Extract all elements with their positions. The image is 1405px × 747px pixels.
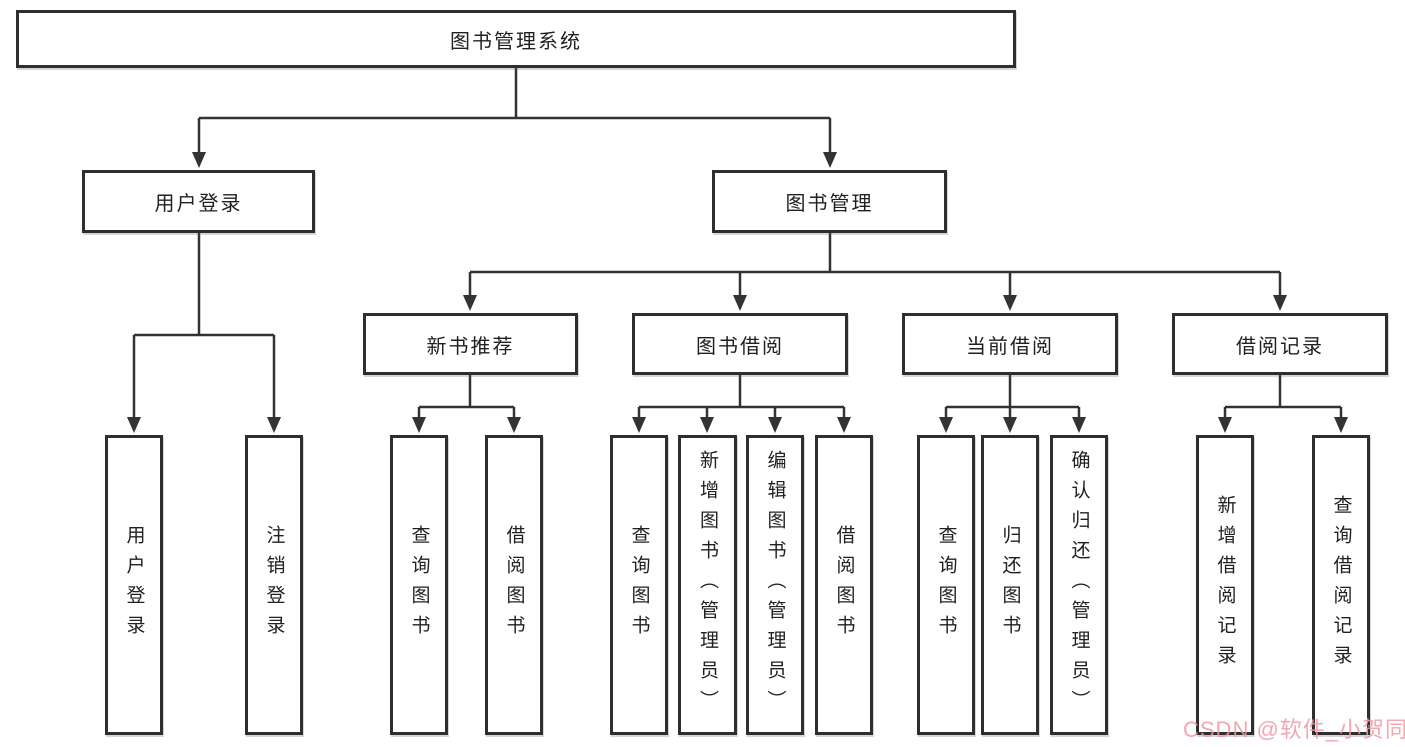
- node-root: 图书管理系统: [16, 10, 1016, 68]
- node-current-borrow: 当前借阅: [902, 313, 1118, 375]
- node-leaf-cb-return-book: 归还图书: [981, 435, 1039, 735]
- node-leaf-bb-borrow-book: 借阅图书: [815, 435, 873, 735]
- node-leaf-cb-confirm-return: 确认归还（管理员）: [1050, 435, 1108, 735]
- node-leaf-nbr-borrow-book: 借阅图书: [485, 435, 543, 735]
- node-leaf-bb-edit-book: 编辑图书（管理员）: [746, 435, 804, 735]
- node-leaf-user-login: 用户登录: [105, 435, 163, 735]
- node-borrow-records: 借阅记录: [1172, 313, 1388, 375]
- csdn-watermark: CSDN @软件_小贺同学: [1183, 717, 1405, 742]
- node-leaf-cb-query-book: 查询图书: [917, 435, 975, 735]
- node-book-management: 图书管理: [712, 170, 947, 233]
- arrowhead-group: [127, 152, 1348, 433]
- node-leaf-br-add-record: 新增借阅记录: [1196, 435, 1254, 735]
- node-leaf-bb-add-book: 新增图书（管理员）: [678, 435, 737, 735]
- node-leaf-logout: 注销登录: [245, 435, 303, 735]
- node-book-borrow: 图书借阅: [632, 313, 848, 375]
- node-user-login: 用户登录: [82, 170, 315, 233]
- node-new-book-recommend: 新书推荐: [363, 313, 578, 375]
- node-leaf-br-query-record: 查询借阅记录: [1312, 435, 1370, 735]
- node-leaf-nbr-query-book: 查询图书: [390, 435, 448, 735]
- node-leaf-bb-query-book: 查询图书: [610, 435, 668, 735]
